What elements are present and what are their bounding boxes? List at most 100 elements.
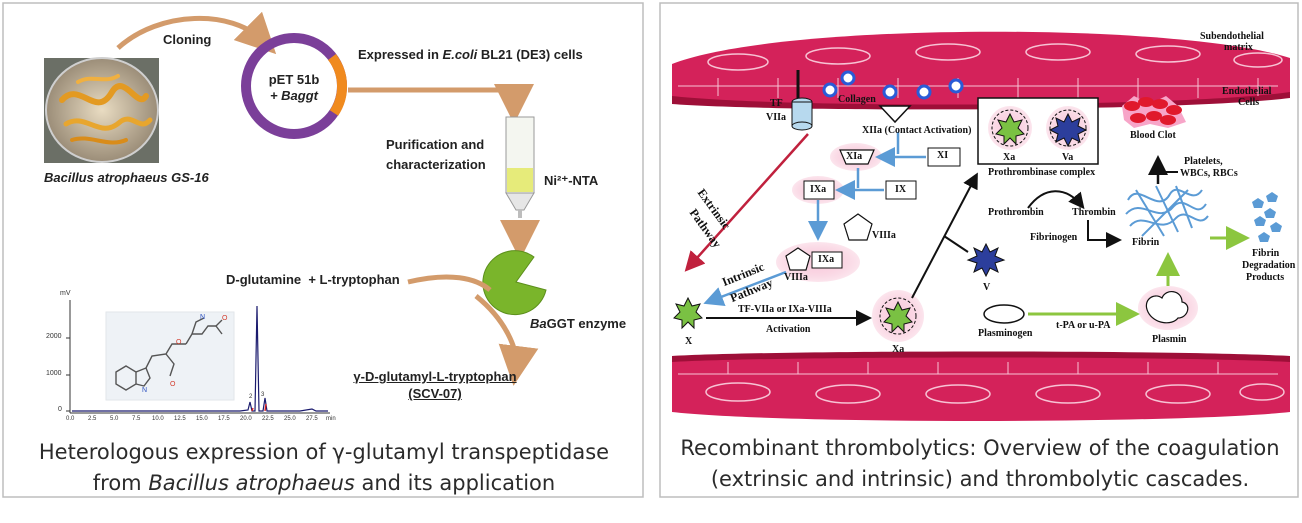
plasmin-icon (1145, 291, 1189, 324)
plasmid-label: pET 51b + Baggt (254, 72, 334, 104)
label-fibrin: Fibrin (1132, 237, 1160, 248)
xi-box (927, 147, 961, 167)
column-label: Ni²⁺-NTA (544, 173, 599, 188)
column-icon (505, 116, 535, 218)
product-arrow (474, 294, 539, 386)
expressed-suffix: BL21 (DE3) cells (477, 47, 583, 62)
label-subendothelial: Subendothelial (1200, 31, 1264, 42)
left-caption: Heterologous expression of γ-glutamyl tr… (0, 437, 648, 499)
plasmid-insert: + Baggt (269, 88, 319, 103)
right-caption: Recombinant thrombolytics: Overview of t… (658, 433, 1302, 495)
label-fdp3: Products (1246, 272, 1285, 283)
thrombin-to-fibrin-arrow (1087, 220, 1122, 248)
svg-text:O: O (170, 381, 176, 388)
label-endothelial: Endothelial (1222, 86, 1272, 97)
collagen-icon (822, 70, 964, 100)
chrom-y-tick: 0 (58, 406, 62, 413)
prothrombin-arrow (1027, 190, 1085, 210)
label-prothrombinase: Prothrombinase complex (988, 167, 1096, 178)
product-code: (SCV-07) (408, 386, 462, 401)
chrom-peak-label: 3 (261, 392, 265, 398)
prothrombinase-box (977, 97, 1099, 165)
chrom-x-tick: 7.5 (132, 416, 141, 422)
chromatogram: N O O O N (66, 300, 330, 414)
chrom-x-tick: 12.5 (174, 416, 186, 422)
chrom-x-tick: 17.5 (218, 416, 230, 422)
label-activation2: Activation (766, 324, 811, 335)
ix-box (885, 180, 917, 200)
label-ixa-complex: IXa (818, 254, 835, 265)
label-fibrinogen: Fibrinogen (1030, 232, 1078, 243)
chrom-x-unit: min (326, 416, 336, 422)
plasminogen-icon (983, 304, 1025, 324)
blood-clot-icon (1122, 96, 1186, 128)
enzyme-prefix: Ba (530, 316, 547, 331)
label-viiia-complex: VIIIa (784, 272, 808, 283)
viiia-complex-icon (785, 247, 811, 271)
fdp-icon (1252, 192, 1282, 242)
label-xi: XI (937, 150, 949, 161)
label-collagen: Collagen (838, 94, 876, 105)
left-panel: N O O O N Cloning pET 51b + Baggt Expres… (0, 0, 648, 523)
label-ixa: IXa (810, 184, 827, 195)
label-xa-box: Xa (1003, 152, 1016, 163)
enzyme-label: BaGGT enzyme (530, 316, 626, 331)
ixa-box (803, 180, 835, 200)
label-thrombin: Thrombin (1072, 207, 1116, 218)
chrom-y-tick: 1000 (46, 370, 62, 377)
chrom-x-tick: 2.5 (88, 416, 97, 422)
label-plasminogen: Plasminogen (978, 328, 1033, 339)
right-caption-line1: Recombinant thrombolytics: Overview of t… (680, 436, 1280, 460)
purification-line1: Purification and (386, 137, 485, 152)
left-caption-suffix: and its application (354, 471, 556, 495)
label-tf: TF (770, 98, 783, 109)
substrate-arrow (407, 274, 492, 292)
bacteria-label: Bacillus atrophaeus GS-16 (44, 170, 209, 185)
label-xa: Xa (892, 344, 905, 355)
plasmid-name: pET 51b (268, 72, 320, 87)
product-label: γ-D-glutamyl-L-tryptophan (SCV-07) (340, 368, 530, 402)
factor-xa-icon (879, 297, 917, 335)
chrom-x-tick: 20.0 (240, 416, 252, 422)
left-caption-italic: Bacillus atrophaeus (148, 471, 355, 495)
chrom-x-tick: 22.5 (262, 416, 274, 422)
fibrin-icon (1125, 185, 1209, 237)
intrinsic-arrow (703, 270, 787, 306)
label-fdp2: Degradation (1242, 260, 1296, 271)
chrom-x-tick: 15.0 (196, 416, 208, 422)
expressed-label: Expressed in E.coli BL21 (DE3) cells (358, 47, 583, 62)
petri-dish-icon (44, 57, 159, 163)
cloning-arrow (116, 11, 277, 55)
label-va-box: Va (1062, 152, 1074, 163)
label-tpa: t-PA or u-PA (1056, 320, 1111, 331)
purification-label: Purification and characterization (386, 135, 486, 175)
right-panel: Subendothelial matrix Endothelial Cells … (658, 0, 1302, 523)
right-caption-line2: (extrinsic and intrinsic) and thrombolyt… (710, 467, 1250, 491)
product-name: γ-D-glutamyl-L-tryptophan (353, 369, 517, 384)
viiia-pentagon-icon (843, 213, 873, 241)
expressed-organism: E.coli (442, 47, 478, 62)
chrom-x-tick: 25.0 (284, 416, 296, 422)
chrom-y-unit: mV (60, 290, 71, 297)
label-viia: VIIa (766, 112, 787, 123)
chrom-x-tick: 10.0 (152, 416, 164, 422)
left-caption-prefix: from (92, 471, 149, 495)
label-fdp1: Fibrin (1252, 248, 1280, 259)
substrates-label: D-glutamine + L-tryptophan (226, 272, 400, 287)
left-caption-line2: from Bacillus atrophaeus and its applica… (0, 468, 648, 499)
expressed-prefix: Expressed in (358, 47, 443, 62)
label-xia: XIa (846, 151, 863, 162)
label-v: V (983, 282, 991, 293)
xiia-triangle-icon (878, 105, 912, 124)
extrinsic-arrow (684, 133, 809, 272)
svg-text:O: O (176, 339, 182, 346)
label-matrix: matrix (1224, 42, 1253, 53)
v-inhibit-line (943, 235, 969, 253)
purification-line2: characterization (386, 157, 486, 172)
right-graphic (659, 2, 1299, 498)
label-plasmin: Plasmin (1152, 334, 1187, 345)
enzyme-icon (482, 250, 547, 316)
left-caption-line1: Heterologous expression of γ-glutamyl tr… (38, 440, 610, 464)
xia-shape (839, 149, 875, 165)
factor-x-icon (673, 296, 703, 330)
